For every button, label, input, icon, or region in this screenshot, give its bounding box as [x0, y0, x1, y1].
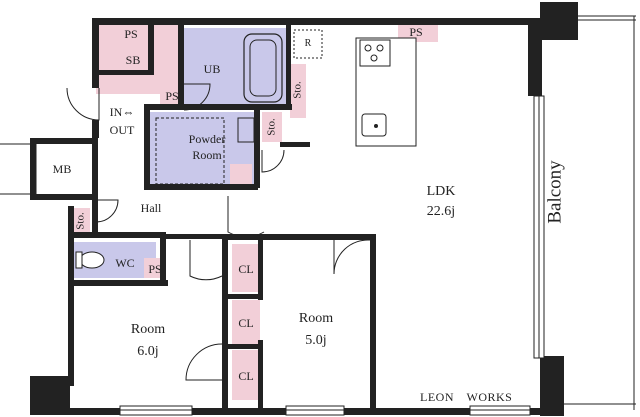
- door-swings: [0, 83, 371, 381]
- entrance-line1: IN⇔: [109, 105, 135, 119]
- entrance-line2: OUT: [109, 123, 135, 137]
- cl-3-label: CL: [238, 369, 254, 383]
- mb-label: MB: [52, 162, 72, 176]
- room1-size: 6.0j: [137, 344, 159, 359]
- ps-top-right: PS: [409, 25, 423, 39]
- balcony-railing: [564, 15, 636, 410]
- toilet-icon: [79, 251, 105, 269]
- balcony-window: [533, 95, 545, 359]
- sto-powder-label: Sto.: [265, 118, 278, 136]
- room2-size: 5.0j: [305, 333, 327, 348]
- room2-name: Room: [298, 311, 334, 326]
- powder-pink: [230, 164, 252, 186]
- ldk-name: LDK: [426, 184, 456, 199]
- ps-wc: PS: [148, 262, 162, 276]
- ub-fill: [184, 28, 288, 106]
- cl-1-fill: [232, 244, 260, 292]
- refrigerator-box: [293, 29, 323, 59]
- sto-bath-label: Sto.: [291, 81, 304, 99]
- ps-top-left: PS: [124, 27, 138, 41]
- cl-3-fill: [232, 350, 260, 400]
- sto-powder-fill: [262, 112, 282, 142]
- room1-name: Room: [130, 322, 166, 337]
- ldk-size: 22.6j: [426, 204, 456, 219]
- sb-label: SB: [125, 53, 141, 67]
- stove-icon: [359, 39, 391, 67]
- refrigerator-label: R: [304, 38, 312, 49]
- ps-mid: PS: [165, 89, 179, 103]
- cl-2-fill: [232, 300, 260, 344]
- wc-label: WC: [115, 256, 135, 270]
- walls: [30, 2, 578, 416]
- sto-hall-fill: [72, 208, 90, 234]
- bathtub-icon: [243, 33, 283, 103]
- powder-room-line2: Room: [192, 148, 222, 162]
- ps-top-left-fill: [120, 26, 144, 44]
- sto-hall-label: Sto.: [74, 212, 87, 230]
- powder-room-line1: Powder: [188, 132, 226, 146]
- brand-watermark: LEON WORKS: [420, 390, 513, 404]
- ub-label: UB: [203, 62, 221, 76]
- balcony-label: Balcony: [544, 160, 566, 224]
- hall-label: Hall: [140, 201, 162, 215]
- cl-1-label: CL: [238, 262, 254, 276]
- bottom-windows: [119, 405, 531, 416]
- sto-bath-fill: [290, 64, 306, 118]
- sink-icon: [361, 113, 387, 137]
- cl-2-label: CL: [238, 316, 254, 330]
